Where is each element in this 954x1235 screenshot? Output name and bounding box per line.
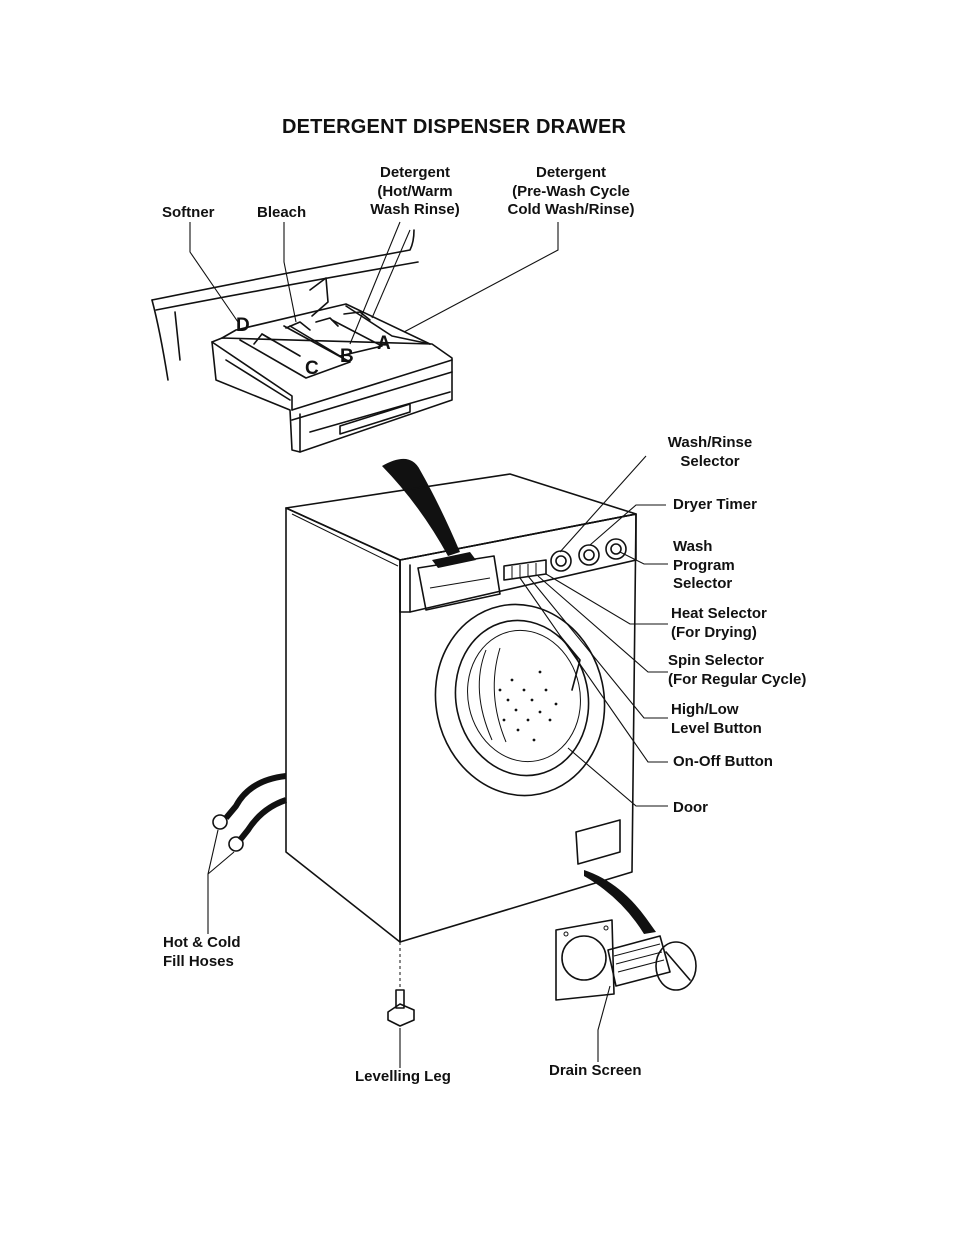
drawer-arrow (382, 458, 460, 556)
label-levelling-leg: Levelling Leg (355, 1068, 451, 1085)
label-bleach: Bleach (257, 204, 307, 221)
compartment-c: C (305, 358, 319, 379)
label-detergent-pre-wash: Detergent (Pre-Wash Cycle Cold Wash/Rins… (507, 164, 635, 218)
label-hot-cold-fill-hoses: Hot & Cold Fill Hoses (163, 934, 241, 970)
label-heat-selector: Heat Selector (For Drying) (671, 605, 767, 641)
label-detergent-hot-warm: Detergent (Hot/Warm Wash Rinse) (370, 164, 460, 218)
label-spin-selector: Spin Selector (For Regular Cycle) (668, 652, 807, 688)
drain-screen-drawing (555, 919, 697, 1001)
label-softner: Softner (162, 204, 215, 221)
detergent-drawer-drawing (151, 229, 453, 453)
drawer-leader-lines (189, 221, 559, 345)
machine-leader-lines (207, 455, 668, 1068)
label-on-off-button: On-Off Button (673, 753, 773, 770)
label-drain-screen: Drain Screen (549, 1062, 642, 1079)
label-high-low-level-button: High/Low Level Button (671, 701, 762, 737)
compartment-d: D (236, 315, 250, 336)
washing-machine-drawing (212, 473, 637, 1027)
diagram-title: DETERGENT DISPENSER DRAWER (282, 116, 627, 138)
label-door: Door (673, 799, 708, 816)
label-wash-rinse-selector: Wash/Rinse Selector (667, 434, 753, 470)
compartment-a: A (377, 333, 391, 354)
compartment-b: B (340, 346, 354, 367)
drain-arrow (584, 870, 656, 934)
label-wash-program-selector: Wash Program Selector (673, 538, 735, 592)
label-dryer-timer: Dryer Timer (673, 496, 757, 513)
